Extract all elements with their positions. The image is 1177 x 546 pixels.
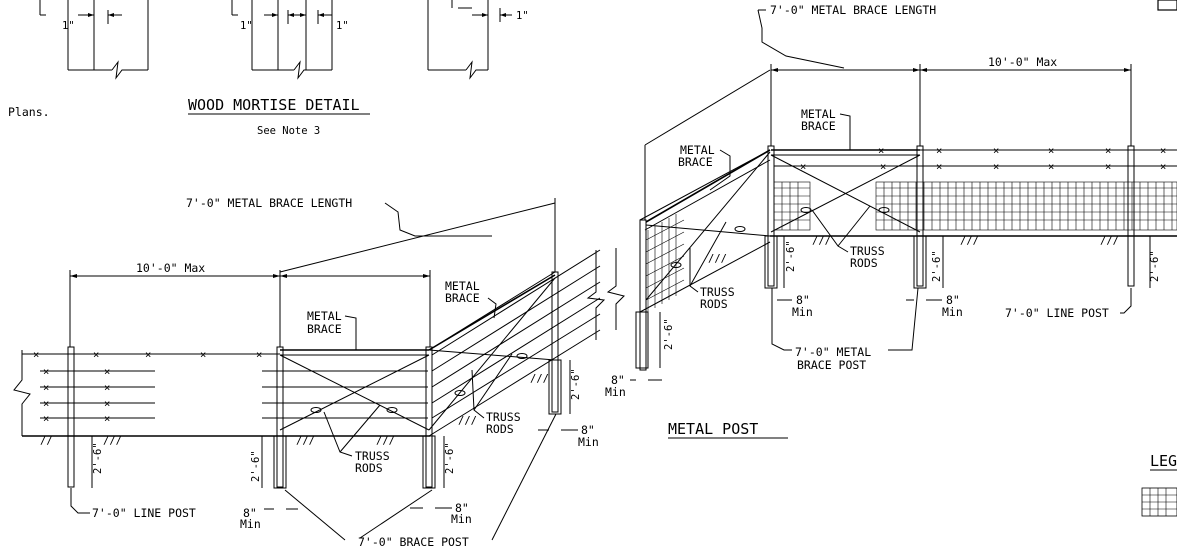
right-width-3b: Min [605, 385, 626, 399]
left-width-1a: 8" [243, 506, 257, 520]
right-width-2a: 8" [946, 293, 960, 307]
right-truss-rods-2b: RODS [700, 297, 728, 311]
svg-text:×: × [1048, 161, 1054, 173]
right-line-post: 7'-0" LINE POST [1005, 306, 1109, 320]
svg-text:///: /// [530, 373, 549, 385]
right-brace-post-a: 7'-0" METAL [795, 345, 871, 359]
mortise-note: See Note 3 [257, 125, 320, 137]
svg-text:///: /// [708, 253, 727, 265]
mesh-verticals [883, 182, 1173, 230]
legend: LEG [1141, 0, 1177, 517]
right-truss-rods-1b: RODS [850, 256, 878, 270]
right-spacing: 10'-0" Max [988, 55, 1057, 69]
svg-text:×: × [993, 161, 999, 173]
svg-text:×: × [1160, 145, 1166, 157]
left-embed-3: 2'-6" [444, 442, 456, 474]
left-line-post: 7'-0" LINE POST [92, 506, 196, 520]
svg-text:×: × [104, 366, 110, 378]
left-metal-brace-2a: METAL [445, 279, 480, 293]
svg-text:///: /// [103, 435, 122, 447]
mortise-dim-2: 1" [240, 20, 253, 32]
metal-post-title: METAL POST [668, 420, 758, 438]
right-embed-2: 2'-6" [931, 250, 943, 282]
svg-text:×: × [936, 145, 942, 157]
svg-text:×: × [200, 349, 206, 361]
left-width-3b: Min [578, 435, 599, 449]
left-width-1b: Min [240, 517, 261, 531]
svg-text://: // [40, 435, 53, 447]
left-width-2b: Min [451, 512, 472, 526]
svg-text:×: × [1105, 161, 1111, 173]
right-truss-rods-1a: TRUSS [850, 244, 885, 258]
svg-text:///: /// [812, 235, 831, 247]
mortise-dim-3: 1" [336, 20, 349, 32]
right-embed-3: 2'-6" [1149, 250, 1161, 282]
svg-text:×: × [256, 349, 262, 361]
left-brace-post: 7'-0" BRACE POST [358, 535, 469, 546]
svg-text:×: × [33, 349, 39, 361]
svg-text:///: /// [458, 415, 477, 427]
right-width-3a: 8" [611, 373, 625, 387]
left-truss-rods-1a: TRUSS [355, 449, 390, 463]
left-metal-brace-1a: METAL [307, 309, 342, 323]
left-metal-brace-1b: BRACE [307, 322, 342, 336]
svg-text:×: × [1048, 145, 1054, 157]
left-brace-length: 7'-0" METAL BRACE LENGTH [186, 196, 352, 210]
left-truss-rods-2b: RODS [486, 422, 514, 436]
svg-text:×: × [880, 161, 886, 173]
svg-text:///: /// [1100, 235, 1119, 247]
right-fence-elevation: × × × × × × × × × × × × × /// /// /// /// 7'-0" METAL… [605, 3, 1177, 439]
left-embed-4: 2'-6" [570, 368, 582, 400]
left-metal-brace-2b: BRACE [445, 291, 480, 305]
left-width-3a: 8" [581, 423, 595, 437]
svg-text:×: × [104, 413, 110, 425]
wood-mortise-detail: 1" 1" 1" 1" Plans. WOOD MORTISE DETAIL S… [8, 0, 529, 137]
right-truss-rods-2a: TRUSS [700, 285, 735, 299]
right-embed-1: 2'-6" [785, 240, 797, 272]
left-fence-elevation: × × × × × × × × × × × × × [13, 196, 606, 546]
svg-text:×: × [878, 145, 884, 157]
svg-text:×: × [993, 145, 999, 157]
mortise-dim-4: 1" [516, 10, 529, 22]
svg-text:×: × [104, 382, 110, 394]
svg-text:×: × [93, 349, 99, 361]
plans-text: Plans. [8, 105, 50, 119]
svg-text:×: × [104, 398, 110, 410]
svg-text:///: /// [960, 235, 979, 247]
svg-text:///: /// [296, 435, 315, 447]
svg-text:×: × [936, 161, 942, 173]
left-spacing: 10'-0" Max [136, 261, 205, 275]
right-metal-brace-1a: METAL [801, 107, 836, 121]
right-width-1b: Min [792, 305, 813, 319]
svg-text:×: × [145, 349, 151, 361]
mortise-dim-1: 1" [62, 20, 75, 32]
left-truss-rods-2a: TRUSS [486, 410, 521, 424]
left-truss-rods-1b: RODS [355, 461, 383, 475]
left-embed-2: 2'-6" [250, 450, 262, 482]
right-width-1a: 8" [796, 293, 810, 307]
svg-text:×: × [800, 161, 806, 173]
svg-text:///: /// [376, 435, 395, 447]
svg-text:×: × [43, 382, 49, 394]
right-metal-brace-1b: BRACE [801, 119, 836, 133]
right-metal-brace-2a: METAL [680, 143, 715, 157]
svg-text:×: × [1105, 145, 1111, 157]
svg-text:×: × [43, 398, 49, 410]
svg-text:×: × [43, 366, 49, 378]
left-embed-1: 2'-6" [92, 442, 104, 474]
right-embed-4: 2'-6" [663, 318, 675, 350]
mortise-title: WOOD MORTISE DETAIL [188, 96, 360, 114]
fence-mesh [773, 181, 1177, 231]
right-metal-brace-2b: BRACE [678, 155, 713, 169]
svg-text:×: × [43, 413, 49, 425]
left-width-2a: 8" [455, 501, 469, 515]
right-brace-post-b: BRACE POST [797, 358, 866, 372]
right-width-2b: Min [942, 305, 963, 319]
svg-text:×: × [1160, 161, 1166, 173]
legend-title: LEG [1150, 452, 1177, 470]
right-brace-length: 7'-0" METAL BRACE LENGTH [770, 3, 936, 17]
